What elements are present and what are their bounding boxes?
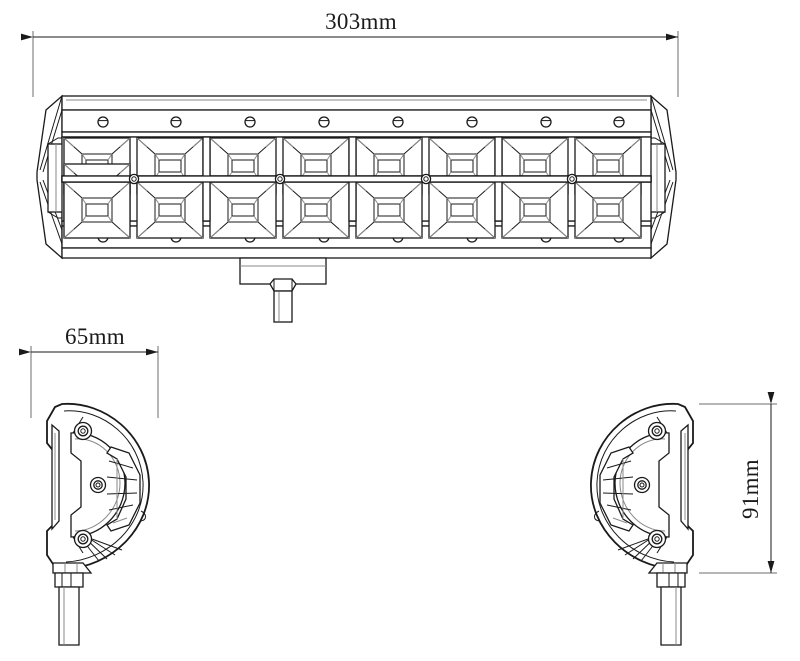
led-lens <box>209 181 277 239</box>
mount-bracket-front <box>239 257 327 323</box>
top-rail-screw-band <box>61 109 652 133</box>
bottom-rail-lower-band <box>61 247 652 259</box>
led-lens <box>63 181 131 239</box>
led-lens <box>501 181 569 239</box>
led-lens-array <box>61 136 652 239</box>
dimension-overall-length: 303mm <box>21 9 679 97</box>
hex-nut-facets <box>273 279 293 291</box>
led-lens <box>136 181 204 239</box>
led-lens <box>282 181 350 239</box>
end-cap-right <box>638 94 677 260</box>
screw-head <box>97 116 109 128</box>
screw-head <box>244 116 256 128</box>
side-view-geometry-mirrored <box>590 402 694 646</box>
side-view-geometry <box>46 402 150 646</box>
top-rail-upper-band <box>61 95 652 111</box>
screw-head <box>392 116 404 128</box>
module-joint-bolts <box>128 173 578 185</box>
dimension-label-91mm: 91mm <box>738 459 763 519</box>
led-lens <box>574 181 642 239</box>
dimension-overall-height: 91mm <box>699 392 777 574</box>
lens-array-mid-band-top <box>61 175 652 183</box>
left-side-view <box>46 402 150 646</box>
screw-head <box>613 116 625 128</box>
screw-head <box>540 116 552 128</box>
front-view <box>36 94 677 323</box>
screw-head <box>170 116 182 128</box>
led-lens <box>428 181 496 239</box>
dimension-end-cap-width: 65mm <box>19 324 159 418</box>
screw-head <box>466 116 478 128</box>
dimension-label-303mm: 303mm <box>325 9 397 34</box>
top-rail-lip <box>61 131 652 138</box>
led-lens <box>355 181 423 239</box>
top-rail <box>61 95 652 138</box>
screw-head <box>318 116 330 128</box>
mount-stud <box>273 290 293 323</box>
right-side-view <box>590 402 694 646</box>
dimension-label-65mm: 65mm <box>65 324 125 349</box>
